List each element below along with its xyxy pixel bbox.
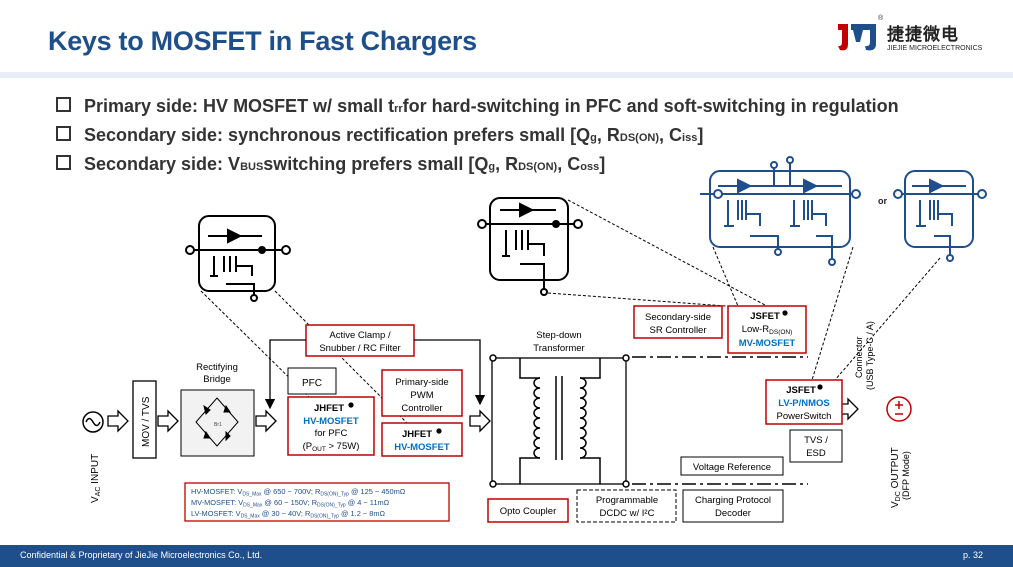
footer-confidential-text: Confidential & Proprietary of JieJie Mic… [20, 550, 263, 560]
bridge-ref-label: Br1 [214, 422, 222, 428]
hv-pfc-mosfet-label: HV-MOSFET [303, 416, 359, 427]
output-bus-lines [632, 356, 808, 485]
hv-pfc-pout-label: (POUT > 75W) [303, 441, 360, 453]
charger-block-diagram: or [82, 156, 987, 523]
logo-english-text: JIEJIE MICROELECTRONICS [887, 45, 983, 52]
charging-protocol-block [682, 489, 784, 523]
bridge-diode-icon [195, 397, 239, 447]
transformer-label-1: Step-down [536, 330, 581, 341]
flow-arrows [107, 397, 859, 433]
opto-coupler-block [487, 498, 569, 523]
connector-lines [264, 339, 486, 410]
tvs-esd-label-1: TVS / [804, 435, 828, 446]
jhfet-dot-icon [348, 402, 354, 408]
checkbox-bullet-icon [56, 155, 71, 170]
prog-dcdc-label-2: DCDC w/ I²C [600, 508, 655, 519]
prog-dcdc-label-1: Programmable [596, 495, 658, 506]
sr-controller-label-1: Secondary-side [645, 312, 711, 323]
sr-low-r-label: Low-RDS(ON) [742, 324, 793, 336]
connector-label-2: (USB Type-C / A) [865, 321, 875, 390]
sr-mosfet-block [727, 305, 807, 354]
active-clamp-label-2: Snubber / RC Filter [319, 343, 400, 354]
voltage-reference-label: Voltage Reference [693, 462, 771, 473]
dfp-mode-label: (DFP Mode) [901, 451, 911, 500]
spec-mv-mosfet: MV-MOSFET: VDS_Max @ 60 ~ 150V; RDS(ON)_… [191, 498, 390, 509]
or-label: or [878, 196, 887, 206]
bullet-item: Secondary side: synchronous rectificatio… [56, 125, 899, 154]
dual-mosfet-module-icon [700, 156, 861, 266]
sr-controller-label-2: SR Controller [649, 325, 706, 336]
hv-pfc-jhfet-label: JHFET [314, 403, 344, 414]
dc-output-icon [886, 396, 912, 422]
pwm-jhfet-label: JHFET [402, 429, 432, 440]
pwm-controller-block [381, 369, 463, 417]
vbus-switch-block [765, 379, 843, 425]
active-clamp-label-1: Active Clamp / [329, 330, 391, 341]
pwm-label-3: Controller [401, 403, 442, 414]
rectifying-bridge-label-1: Rectifying [196, 362, 238, 373]
vbus-powerswitch-label: PowerSwitch [777, 411, 832, 422]
pfc-label: PFC [302, 378, 322, 389]
vdc-output-label: VDC OUTPUT [890, 447, 902, 508]
opto-coupler-label: Opto Coupler [500, 506, 557, 517]
pfc-block [287, 367, 337, 395]
voltage-reference-block [680, 456, 784, 476]
mosfet-specs-block [184, 482, 450, 522]
transformer-coil-icon [489, 354, 630, 488]
sr-jsfet-label: JSFET [750, 311, 780, 322]
vbus-jsfet-label: JSFET [786, 385, 816, 396]
checkbox-bullet-icon [56, 97, 71, 112]
ac-source-icon [82, 411, 104, 433]
tvs-esd-label-2: ESD [806, 448, 826, 459]
rectifier-bridge-block [180, 389, 255, 457]
charging-protocol-label-2: Decoder [715, 508, 751, 519]
spec-lv-mosfet: LV-MOSFET: VDS_Max @ 30 ~ 40V; RDS(ON)_T… [191, 509, 386, 520]
logo-chinese-text: 捷捷微电 [887, 25, 959, 45]
mov-tvs-label: MOV / TVS [141, 396, 152, 447]
pwm-mosfet-label: HV-MOSFET [394, 442, 450, 453]
active-clamp-block [305, 324, 415, 357]
page-title: Keys to MOSFET in Fast Chargers [48, 26, 477, 56]
connector-label-1: Connector [854, 336, 864, 378]
hv-pfc-for-label: for PFC [315, 428, 348, 439]
transformer-label-2: Transformer [533, 343, 584, 354]
page-number: p. 32 [963, 550, 984, 560]
pwm-mosfet-block [381, 422, 463, 457]
checkbox-bullet-icon [56, 126, 71, 141]
single-mosfet-module-icon [893, 170, 987, 262]
tvs-esd-block [789, 429, 843, 463]
title-divider [0, 72, 1013, 78]
transformer-block [491, 357, 627, 485]
jiejie-logo-icon [838, 24, 876, 51]
sr-mv-mosfet-label: MV-MOSFET [739, 338, 796, 349]
jhfet-dot-icon [436, 428, 442, 434]
rectifying-bridge-label-2: Bridge [203, 374, 230, 385]
vbus-lvp-label: LV-P/NMOS [778, 398, 830, 409]
footer-bar [0, 545, 1013, 567]
registered-mark: ® [878, 15, 884, 22]
vac-input-label: VAC INPUT [90, 454, 102, 503]
jsfet-dot-icon [817, 384, 823, 390]
programmable-dcdc-block [576, 489, 677, 523]
jsfet-dot-icon [782, 310, 788, 316]
mov-tvs-block [132, 380, 157, 459]
sr-controller-block [633, 305, 723, 339]
spec-hv-mosfet: HV-MOSFET: VDS_Max @ 650 ~ 700V; RDS(ON)… [191, 487, 406, 498]
pwm-label-2: PWM [410, 390, 433, 401]
pfc-mosfet-callout-icon [185, 215, 291, 302]
hv-mosfet-pfc-block [287, 396, 375, 456]
pwm-label-1: Primary-side [395, 377, 448, 388]
charging-protocol-label-1: Charging Protocol [695, 495, 771, 506]
sr-mosfet-callout-icon [477, 197, 583, 296]
